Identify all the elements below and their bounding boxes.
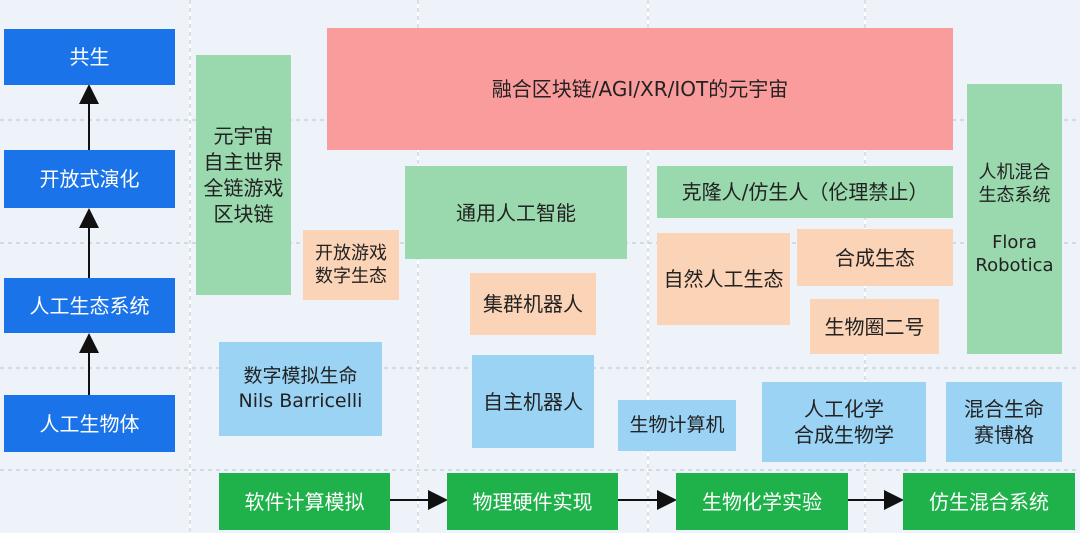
swarm-robots-box: 集群机器人 — [470, 273, 596, 335]
level-symbiosis: 共生 — [4, 29, 175, 85]
level-artificial-ecosystem: 人工生态系统 — [4, 278, 175, 333]
level-artificial-organism: 人工生物体 — [4, 395, 175, 452]
metaverse-stack-box: 元宇宙 自主世界 全链游戏 区块链 — [196, 55, 291, 295]
hybrid-cyborg-box: 混合生命 赛博格 — [946, 382, 1062, 462]
open-games-box: 开放游戏 数字生态 — [303, 230, 399, 300]
metaverse-fusion-box: 融合区块链/AGI/XR/IOT的元宇宙 — [327, 28, 953, 150]
digital-life-box: 数字模拟生命 Nils Barricelli — [219, 342, 382, 436]
synthetic-eco-box: 合成生态 — [797, 229, 953, 286]
bio-computer-box: 生物计算机 — [618, 400, 736, 451]
natural-artificial-eco-box: 自然人工生态 — [657, 233, 790, 325]
step-software-simulation: 软件计算模拟 — [219, 473, 390, 530]
autonomous-robots-box: 自主机器人 — [472, 355, 594, 448]
artificial-chemistry-box: 人工化学 合成生物学 — [762, 382, 926, 462]
agi-box: 通用人工智能 — [405, 166, 627, 259]
step-physical-hardware: 物理硬件实现 — [447, 473, 618, 530]
step-biochemical-experiment: 生物化学实验 — [676, 473, 848, 530]
clone-box: 克隆人/仿生人（伦理禁止） — [657, 166, 953, 218]
step-bionic-hybrid-system: 仿生混合系统 — [903, 473, 1075, 530]
biosphere2-box: 生物圈二号 — [810, 299, 939, 354]
human-machine-hybrid-box: 人机混合 生态系统 Flora Robotica — [967, 84, 1062, 354]
level-open-evolution: 开放式演化 — [4, 150, 175, 208]
